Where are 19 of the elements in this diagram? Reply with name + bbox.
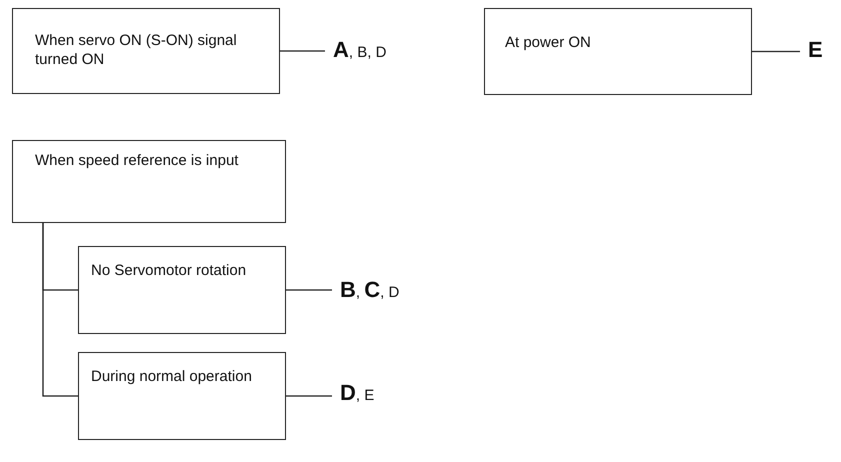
- check-item-letters: D, E: [340, 381, 374, 408]
- check-item-letters: B, C, D: [340, 278, 400, 305]
- condition-text: When speed reference is input: [35, 151, 240, 170]
- condition-text: During normal operation: [91, 367, 253, 386]
- condition-text: No Servomotor rotation: [91, 261, 248, 280]
- condition-text: When servo ON (S-ON) signal turned ON: [35, 31, 238, 69]
- condition-box: [12, 8, 280, 94]
- connector-line: [42, 223, 78, 397]
- condition-box: [78, 246, 286, 334]
- condition-box: [78, 352, 286, 440]
- condition-box: [484, 8, 752, 95]
- connector-line: [286, 289, 332, 291]
- connector-line: [752, 50, 800, 52]
- check-item-letters: E: [808, 38, 823, 65]
- connector-line: [286, 395, 332, 397]
- connector-line: [280, 50, 325, 52]
- condition-text: At power ON: [505, 33, 592, 52]
- condition-box: [12, 140, 286, 223]
- check-item-letters: A, B, D: [333, 38, 386, 65]
